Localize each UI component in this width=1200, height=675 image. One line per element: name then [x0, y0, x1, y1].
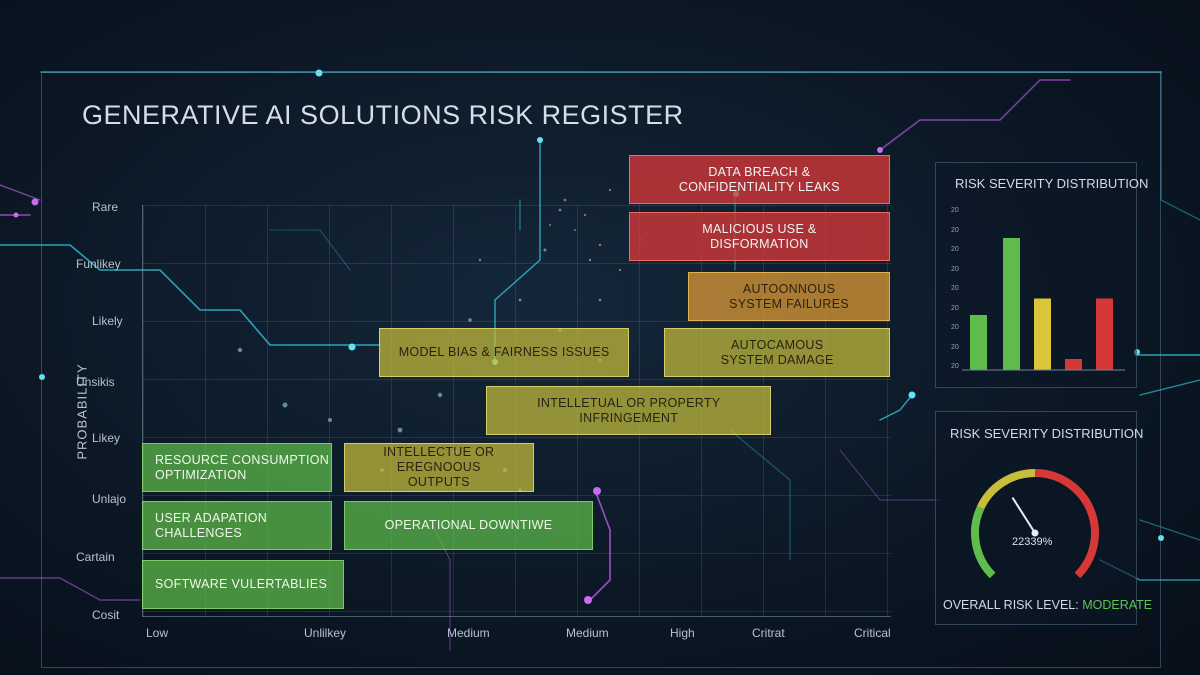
risk-bar-label: OPTIMIZATION: [155, 467, 247, 482]
risk-bar: DATA BREACH &CONFIDENTIALITY LEAKS: [628, 155, 890, 204]
distribution-bar: [1003, 238, 1020, 370]
distribution-tick-label: 20: [951, 285, 959, 292]
overall-risk-label: OVERALL RISK LEVEL:: [943, 598, 1079, 612]
y-tick-label: Unlajo: [92, 492, 127, 506]
distribution-tick-label: 20: [951, 343, 959, 351]
risk-bar-label: OUTPUTS: [407, 475, 470, 489]
risk-bar-label: DISFORMATION: [710, 236, 809, 251]
x-tick-label: Low: [146, 626, 169, 640]
distribution-bar: [970, 315, 987, 370]
severity-distribution-title: RISK SEVERITY DISTRIBUTION: [955, 176, 1149, 191]
y-axis-label: PROBABILITY: [74, 363, 90, 460]
distribution-tick-label: 20: [951, 246, 959, 253]
x-tick-label: Medium: [447, 626, 490, 640]
distribution-tick-label: 20: [951, 304, 959, 312]
risk-bar-label: CONFIDENTIALITY LEAKS: [678, 179, 840, 194]
x-tick-label: High: [670, 626, 695, 640]
risk-bar-label: OPERATIONAL DOWNTIWE: [384, 518, 553, 532]
risk-bar: OPERATIONAL DOWNTIWE: [343, 501, 594, 550]
overall-risk-level: OVERALL RISK LEVEL: MODERATE: [943, 598, 1152, 612]
distribution-bar: [1096, 298, 1113, 370]
risk-bar-label: INTELLECTUE OR EREGNOOUS: [383, 445, 495, 474]
overall-risk-value: MODERATE: [1082, 598, 1153, 612]
risk-bar: SOFTWARE VULERTABLIES: [142, 560, 344, 609]
x-tick-label: Critical: [854, 626, 891, 640]
risk-bar: MODEL BIAS & FAIRNESS ISSUES: [379, 328, 629, 377]
x-tick-label: Medium: [566, 626, 609, 640]
gauge-title: RISK SEVERITY DISTRIBUTION: [950, 426, 1144, 441]
gauge-arc-high: [1034, 469, 1099, 579]
risk-bar-label: SOFTWARE VULERTABLIES: [155, 577, 328, 591]
page-title: GENERATIVE AI SOLUTIONS RISK REGISTER: [82, 100, 684, 130]
gauge-hub: [1031, 529, 1039, 537]
gauge-value: 22339%: [1012, 536, 1053, 548]
chart-frame: [41, 72, 1161, 668]
distribution-bar: [1034, 298, 1051, 370]
x-tick-label: Critrat: [752, 626, 785, 640]
risk-bar-label: SYSTEM FAILURES: [729, 296, 849, 311]
gauge-arc-low: [971, 505, 996, 579]
distribution-tick-label: 20: [951, 324, 959, 331]
y-tick-label: Cosit: [92, 608, 120, 622]
risk-bar-label: CHALLENGES: [155, 525, 243, 540]
distribution-tick-label: 20: [951, 207, 959, 214]
risk-bar-label: DATA BREACH &: [708, 164, 811, 179]
risk-bar: INTELLETUAL OR PROPERTY INFRINGEMENT: [486, 386, 772, 435]
gauge-needle: [1011, 497, 1036, 534]
risk-bar-label: RESOURCE CONSUMPTION: [155, 452, 330, 467]
distribution-tick-label: 20: [951, 265, 959, 273]
gauge-arc-medium: [976, 469, 1036, 510]
y-tick-label: Likey: [92, 431, 121, 445]
risk-bar-label: SYSTEM DAMAGE: [720, 352, 834, 367]
y-tick-label: Rare: [92, 200, 119, 214]
distribution-tick-label: 20: [951, 363, 959, 370]
risk-gauge: [971, 469, 1099, 579]
risk-bar-label: MODEL BIAS & FAIRNESS ISSUES: [398, 345, 610, 359]
risk-bar-label: AUTOONNOUS: [742, 281, 836, 296]
risk-bar-label: AUTOCAMOUS: [731, 337, 824, 352]
y-tick-label: Cartain: [76, 550, 115, 564]
risk-bar-label: MALICIOUS USE &: [702, 221, 817, 236]
risk-bar-label: INTELLETUAL OR PROPERTY INFRINGEMENT: [537, 395, 721, 425]
y-tick-label: Funlikey: [76, 257, 121, 271]
distribution-bar: [1065, 359, 1082, 370]
risk-bar: MALICIOUS USE &DISFORMATION: [628, 212, 890, 261]
distribution-tick-label: 20: [951, 226, 959, 234]
y-tick-label: Likely: [92, 314, 123, 328]
severity-distribution-chart: [962, 238, 1125, 371]
gauge-panel: [935, 411, 1137, 625]
risk-bar-label: USER ADAPATION: [155, 510, 268, 525]
x-tick-label: Unlilkey: [304, 626, 347, 640]
y-tick-label: Unsikis: [76, 375, 115, 389]
